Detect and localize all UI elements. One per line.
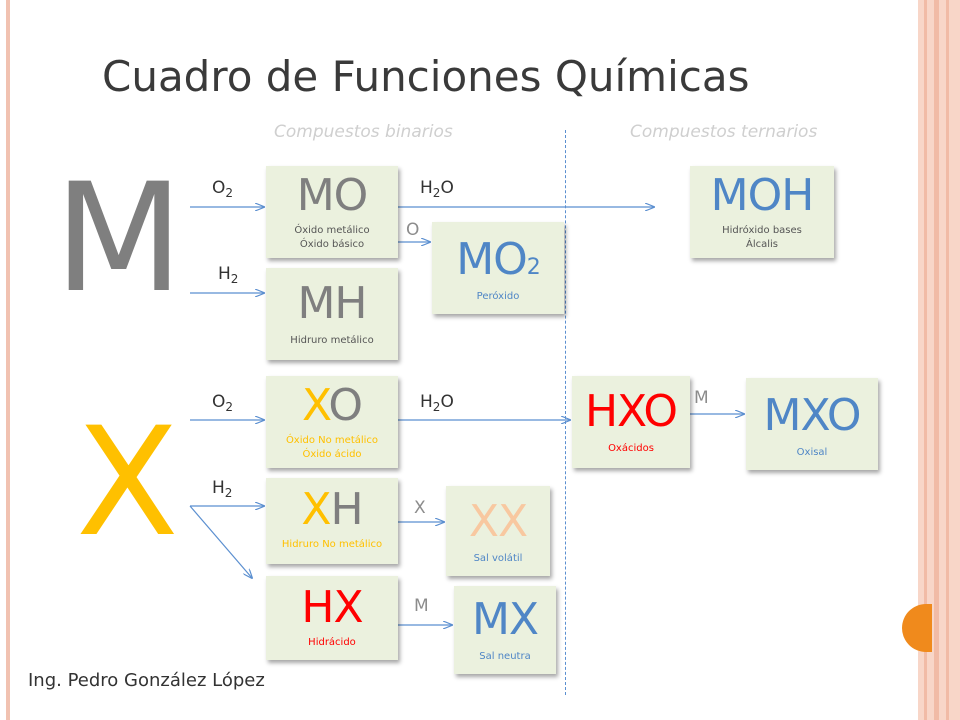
desc-metal-hydride: Hidruro metálico	[290, 335, 374, 346]
slide-frame-right	[918, 0, 960, 720]
label-m-neutral: M	[414, 596, 429, 616]
desc-oxisalt: Oxisal	[796, 447, 828, 458]
section-divider	[565, 130, 566, 695]
box-metal-oxide: MO Óxido metálico Óxido básico	[266, 166, 398, 258]
nonmetal-symbol: X	[76, 396, 179, 570]
formula-hxo: HXO	[584, 386, 678, 437]
desc-peroxide: Peróxido	[476, 291, 520, 302]
label-h2o-nonmetal: H2O	[420, 392, 454, 414]
desc-metal-oxide-2: Óxido básico	[299, 239, 365, 250]
metal-symbol: M	[54, 152, 184, 326]
box-hydroxide: MOH Hidróxido bases Álcalis	[690, 166, 834, 258]
formula-hx: HX	[301, 582, 363, 633]
formula-mo: MO	[296, 170, 369, 221]
desc-volatile-salt: Sal volátil	[473, 553, 523, 564]
label-m-oxisal: M	[694, 388, 709, 408]
desc-hydroxide-1: Hidróxido bases	[722, 225, 802, 236]
desc-nonmetal-hydride: Hidruro No metálico	[281, 539, 383, 550]
author-credit: Ing. Pedro González López	[28, 670, 265, 691]
label-o2-metal: O2	[212, 178, 234, 200]
label-h2-metal: H2	[218, 264, 239, 286]
arrow-x-h2-down	[189, 505, 252, 578]
box-metal-hydride: MH Hidruro metálico	[266, 268, 398, 360]
desc-hydracid: Hidrácido	[308, 637, 356, 648]
label-h2-nonmetal: H2	[212, 478, 233, 500]
page-title: Cuadro de Funciones Químicas	[102, 52, 750, 101]
desc-hydroxide-2: Álcalis	[745, 239, 778, 250]
box-volatile-salt: XX Sal volátil	[446, 486, 550, 576]
formula-mo2: MO2	[456, 234, 541, 285]
desc-nonmetal-oxide-1: Óxido No metálico	[285, 435, 379, 446]
formula-mx: MX	[471, 594, 539, 645]
formula-moh: MOH	[710, 170, 815, 221]
formula-xo: XO	[302, 380, 363, 431]
desc-nonmetal-oxide-2: Óxido ácido	[302, 449, 362, 460]
formula-xx: XX	[468, 496, 528, 547]
box-nonmetal-oxide: XO Óxido No metálico Óxido ácido	[266, 376, 398, 468]
box-nonmetal-hydride: XH Hidruro No metálico	[266, 478, 398, 564]
label-o2-nonmetal: O2	[212, 392, 234, 414]
box-oxisalt: MXO Oxisal	[746, 378, 878, 470]
section-label-binary: Compuestos binarios	[274, 122, 453, 142]
label-h2o-metal: H2O	[420, 178, 454, 200]
box-oxacid: HXO Oxácidos	[572, 376, 690, 468]
desc-neutral-salt: Sal neutra	[479, 651, 531, 662]
box-neutral-salt: MX Sal neutra	[454, 586, 556, 674]
box-peroxide: MO2 Peróxido	[432, 222, 564, 314]
formula-mxo: MXO	[763, 390, 862, 441]
slide-frame-left	[6, 0, 10, 720]
box-hydracid: HX Hidrácido	[266, 576, 398, 660]
desc-metal-oxide-1: Óxido metálico	[294, 225, 370, 236]
label-o-peroxide: O	[406, 220, 420, 240]
section-label-ternary: Compuestos ternarios	[630, 122, 818, 142]
desc-oxacid: Oxácidos	[608, 443, 654, 454]
label-x-volatile: X	[414, 498, 426, 518]
formula-xh: XH	[301, 484, 363, 535]
formula-mh: MH	[297, 278, 367, 329]
